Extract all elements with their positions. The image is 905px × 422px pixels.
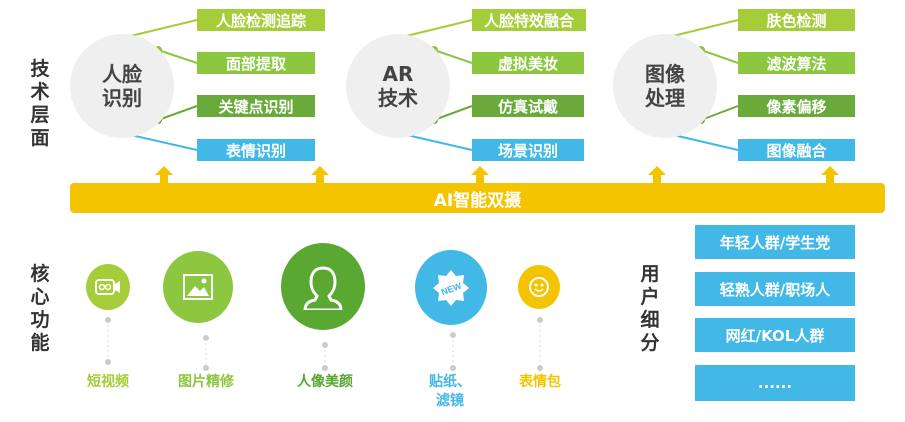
feature-label: 短视频 (87, 374, 129, 390)
tech-item: 场景识别 (472, 139, 584, 161)
up-arrow-icon (311, 166, 329, 184)
tech-circle-label: 图像处理 (645, 62, 685, 110)
section-tech-label: 技术层面 (30, 58, 50, 149)
image-icon (163, 251, 233, 323)
tech-circle-ar: AR技术 (346, 34, 450, 138)
tech-item: 面部提取 (197, 52, 315, 74)
new-badge-icon: NEW (415, 250, 487, 325)
portrait-icon (281, 243, 365, 330)
tech-circle-label: AR技术 (378, 62, 418, 110)
ai-dual-camera-bar: AI智能双摄 (70, 183, 885, 213)
tech-item: 图像融合 (738, 139, 855, 161)
tech-circle-label: 人脸识别 (102, 62, 142, 110)
emoji-icon (518, 265, 560, 309)
feature-label: 图片精修 (178, 374, 234, 390)
section-users-label: 用户细分 (640, 263, 660, 354)
tech-item: 表情识别 (197, 139, 315, 161)
user-segment: 轻熟人群/职场人 (695, 272, 855, 306)
tech-item: 人脸特效融合 (472, 9, 586, 31)
feature-label: 贴纸、滤镜 (429, 374, 471, 409)
user-segment: 年轻人群/学生党 (695, 225, 855, 259)
up-arrow-icon (155, 166, 173, 184)
user-segment: 网红/KOL人群 (695, 318, 855, 352)
up-arrow-icon (821, 166, 839, 184)
feature-label: 表情包 (519, 374, 561, 390)
user-segment: ...... (695, 365, 855, 401)
tech-item: 仿真试戴 (472, 95, 584, 117)
up-arrow-icon (648, 166, 666, 184)
up-arrow-icon (471, 166, 489, 184)
tech-item: 关键点识别 (197, 95, 315, 117)
feature-label: 人像美颜 (297, 374, 353, 390)
tech-circle-image-processing: 图像处理 (613, 34, 717, 138)
tech-item: 像素偏移 (738, 95, 855, 117)
tech-item: 人脸检测追踪 (197, 9, 325, 31)
video-camera-icon (86, 264, 130, 310)
tech-item: 虚拟美妆 (472, 52, 584, 74)
tech-circle-face-recognition: 人脸识别 (70, 34, 174, 138)
section-core-label: 核心功能 (30, 263, 50, 354)
tech-item: 肤色检测 (738, 9, 855, 31)
tech-item: 滤波算法 (738, 52, 855, 74)
